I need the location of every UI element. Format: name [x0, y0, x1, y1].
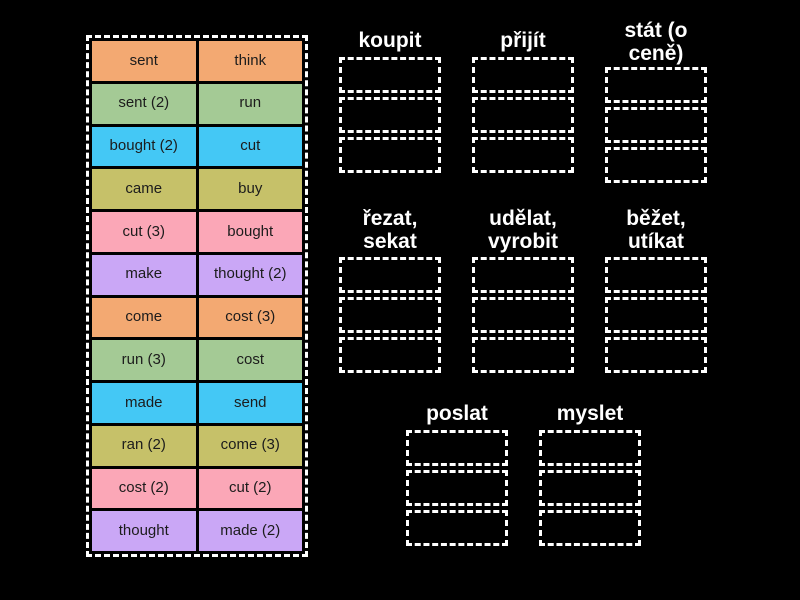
- drop-zone-stat-o-cene[interactable]: stát (o ceně): [605, 19, 707, 184]
- drop-slot-list: [472, 56, 574, 173]
- word-tile[interactable]: think: [198, 41, 302, 81]
- word-tile[interactable]: cut (3): [92, 212, 196, 252]
- drop-slot[interactable]: [605, 67, 707, 104]
- drop-zone-label: myslet: [556, 402, 624, 425]
- drop-zone-bezet-utikat[interactable]: běžet, utíkat: [605, 207, 707, 374]
- word-tile[interactable]: send: [198, 383, 302, 423]
- drop-slot[interactable]: [539, 429, 641, 466]
- word-tile[interactable]: make: [92, 254, 196, 295]
- word-tile[interactable]: thought: [92, 511, 196, 551]
- drop-slot[interactable]: [339, 136, 441, 173]
- word-tile[interactable]: cost (3): [198, 297, 302, 338]
- drop-slot-list: [472, 257, 574, 374]
- drop-slot-list: [605, 67, 707, 184]
- drop-zone-label: běžet, utíkat: [626, 207, 686, 253]
- word-tile[interactable]: made (2): [198, 511, 302, 551]
- drop-slot[interactable]: [472, 297, 574, 334]
- word-tile[interactable]: cut: [198, 126, 302, 167]
- drop-slot[interactable]: [472, 96, 574, 133]
- drop-slot-list: [605, 257, 707, 374]
- drop-zone-prijit[interactable]: přijít: [472, 29, 574, 173]
- word-tile[interactable]: come (3): [198, 425, 302, 466]
- word-tile[interactable]: cost (2): [92, 468, 196, 509]
- word-tile[interactable]: came: [92, 169, 196, 209]
- drop-slot[interactable]: [605, 297, 707, 334]
- drop-slot[interactable]: [339, 96, 441, 133]
- word-tile[interactable]: cost: [198, 340, 302, 380]
- word-tile[interactable]: sent: [92, 41, 196, 81]
- drop-zone-udelat-vyrobit[interactable]: udělat, vyrobit: [472, 207, 574, 374]
- drop-slot[interactable]: [406, 429, 508, 466]
- word-tile[interactable]: run: [198, 83, 302, 124]
- word-tile[interactable]: made: [92, 383, 196, 423]
- drop-slot[interactable]: [539, 509, 641, 546]
- drop-zone-label: přijít: [500, 29, 546, 52]
- drop-slot[interactable]: [605, 147, 707, 184]
- drop-slot[interactable]: [339, 337, 441, 374]
- drop-zone-label: poslat: [426, 402, 488, 425]
- drop-slot-list: [406, 429, 508, 546]
- drop-slot-list: [339, 257, 441, 374]
- word-tile[interactable]: come: [92, 297, 196, 338]
- drop-zone-poslat[interactable]: poslat: [406, 402, 508, 546]
- word-tile[interactable]: ran (2): [92, 425, 196, 466]
- drop-zone-label: udělat, vyrobit: [487, 207, 558, 253]
- drop-zone-label: řezat, sekat: [362, 207, 418, 253]
- drop-slot[interactable]: [472, 337, 574, 374]
- drop-slot[interactable]: [605, 107, 707, 144]
- drop-slot[interactable]: [539, 469, 641, 506]
- drop-slot[interactable]: [406, 509, 508, 546]
- drop-slot[interactable]: [406, 469, 508, 506]
- drop-zone-label: koupit: [358, 29, 422, 52]
- drop-slot[interactable]: [472, 136, 574, 173]
- word-tile[interactable]: bought: [198, 212, 302, 252]
- word-tile[interactable]: cut (2): [198, 468, 302, 509]
- drop-zone-myslet[interactable]: myslet: [539, 402, 641, 546]
- drop-slot[interactable]: [472, 257, 574, 294]
- word-tile[interactable]: buy: [198, 169, 302, 209]
- drop-slot-list: [539, 429, 641, 546]
- word-tile[interactable]: run (3): [92, 340, 196, 380]
- word-tile[interactable]: bought (2): [92, 126, 196, 167]
- drop-slot[interactable]: [339, 257, 441, 294]
- drop-slot[interactable]: [472, 56, 574, 93]
- drop-zone-label: stát (o ceně): [624, 19, 688, 65]
- drop-zone-rezat-sekat[interactable]: řezat, sekat: [339, 207, 441, 374]
- drop-slot[interactable]: [605, 257, 707, 294]
- word-tile[interactable]: thought (2): [198, 254, 302, 295]
- drop-zone-koupit[interactable]: koupit: [339, 29, 441, 173]
- drop-slot[interactable]: [339, 56, 441, 93]
- drop-slot[interactable]: [339, 297, 441, 334]
- word-tile[interactable]: sent (2): [92, 83, 196, 124]
- drop-slot[interactable]: [605, 337, 707, 374]
- drop-slot-list: [339, 56, 441, 173]
